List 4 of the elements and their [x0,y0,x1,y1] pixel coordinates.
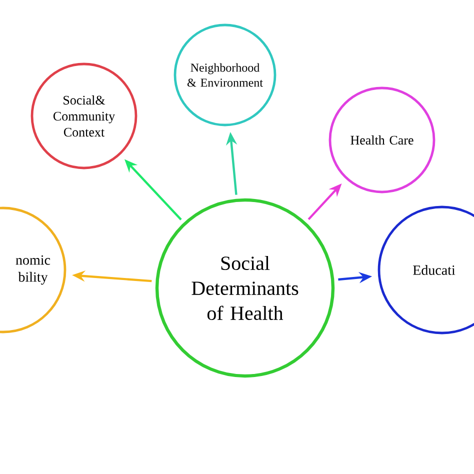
circle-node: Social& Community Context [30,62,138,170]
circle-node: Health Care [328,86,436,194]
circle-node: Social Determinants of Health [155,198,335,378]
circle-node: Neighborhood & Environment [174,24,276,126]
